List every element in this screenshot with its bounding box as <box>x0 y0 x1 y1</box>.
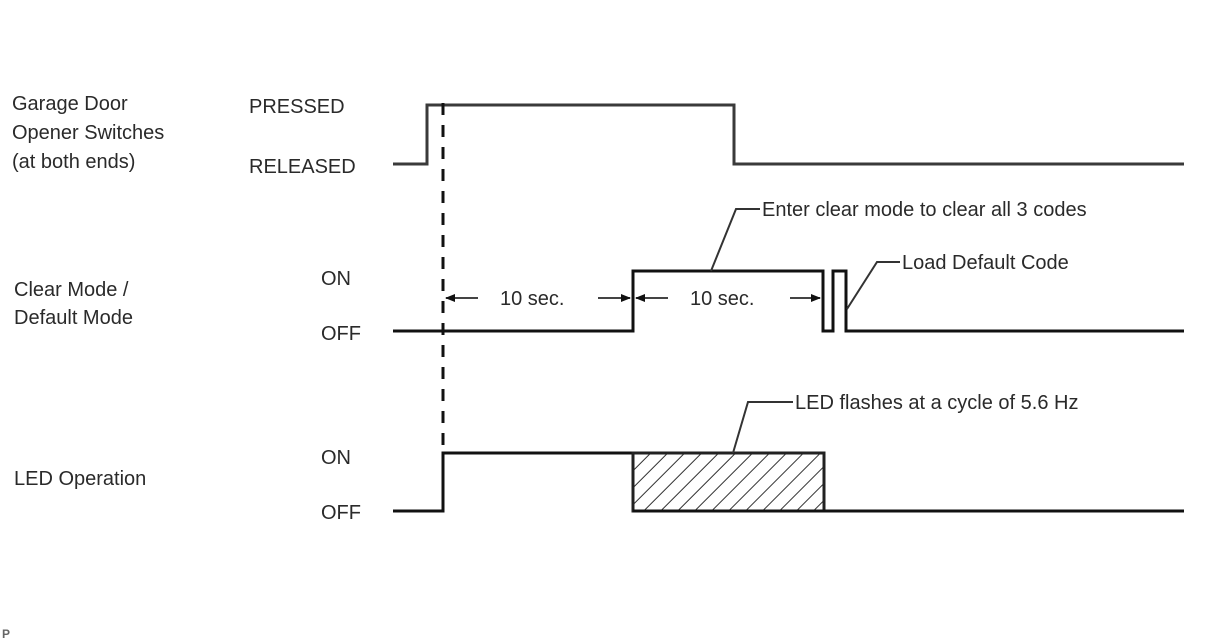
level-label-led-off: OFF <box>321 502 361 524</box>
level-label-clear-off: OFF <box>321 323 361 345</box>
signal-label-garage-line1: Garage Door <box>12 93 128 115</box>
signal-label-clear-line2: Default Mode <box>14 307 133 329</box>
waveform-clear-mode <box>393 269 1184 333</box>
waveform-led <box>393 451 633 513</box>
signal-label-led: LED Operation <box>14 468 146 490</box>
leader-led-flash <box>732 401 793 454</box>
level-label-released: RELEASED <box>249 156 356 178</box>
signal-label-clear-line1: Clear Mode / <box>14 279 129 301</box>
waveform-garage-switch <box>393 103 1184 166</box>
annotation-load-default: Load Default Code <box>902 252 1069 274</box>
annotation-led-flash: LED flashes at a cycle of 5.6 Hz <box>795 392 1078 414</box>
led-flash-hatch-block <box>631 451 826 513</box>
level-label-led-on: ON <box>321 447 351 469</box>
annotation-clear-mode: Enter clear mode to clear all 3 codes <box>762 199 1087 221</box>
level-label-pressed: PRESSED <box>249 96 345 118</box>
interval-2-label: 10 sec. <box>690 288 754 310</box>
signal-label-garage-line3: (at both ends) <box>12 151 135 173</box>
level-label-clear-on: ON <box>321 268 351 290</box>
interval-1-label: 10 sec. <box>500 288 564 310</box>
footer-mark: P <box>2 627 10 641</box>
leader-clear-mode <box>710 208 760 272</box>
leader-load-default <box>846 261 900 310</box>
signal-label-garage-line2: Opener Switches <box>12 122 164 144</box>
